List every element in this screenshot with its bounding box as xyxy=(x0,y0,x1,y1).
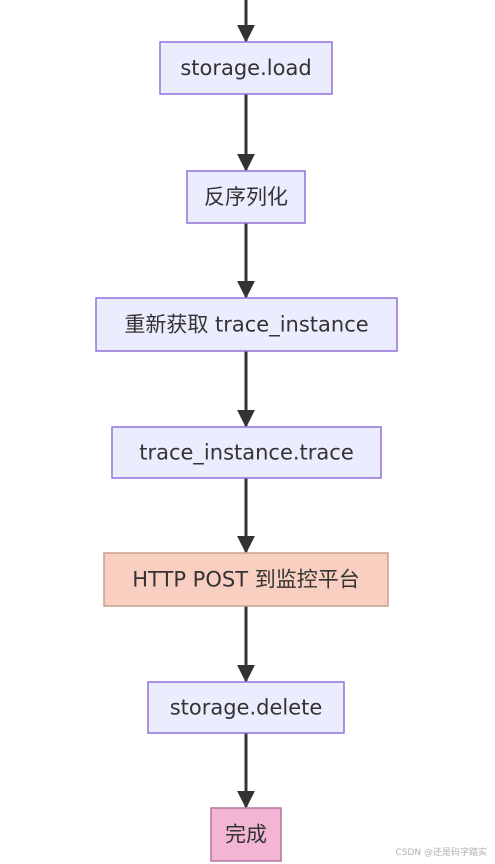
node-label: storage.load xyxy=(180,56,311,80)
node-box xyxy=(111,426,382,479)
node-box xyxy=(95,297,398,352)
flow-node-5: HTTP POST 到监控平台 xyxy=(103,552,389,607)
flow-node-6: storage.delete xyxy=(147,681,345,734)
flow-node-1: storage.load xyxy=(159,41,333,95)
node-label: HTTP POST 到监控平台 xyxy=(132,568,359,592)
flow-node-4: trace_instance.trace xyxy=(111,426,382,479)
flow-node-2: 反序列化 xyxy=(186,170,306,224)
node-box xyxy=(147,681,345,734)
node-box xyxy=(159,41,333,95)
flow-node-7: 完成 xyxy=(210,807,282,862)
flow-node-3: 重新获取 trace_instance xyxy=(95,297,398,352)
node-label: trace_instance.trace xyxy=(139,441,354,466)
node-label: 反序列化 xyxy=(204,185,288,209)
node-box xyxy=(210,807,282,862)
node-box xyxy=(186,170,306,224)
node-label: storage.delete xyxy=(170,696,323,720)
node-box xyxy=(103,552,389,607)
node-label: 重新获取 trace_instance xyxy=(124,313,368,338)
watermark: CSDN @还是码字踏实 xyxy=(395,848,487,858)
node-label: 完成 xyxy=(225,823,267,847)
